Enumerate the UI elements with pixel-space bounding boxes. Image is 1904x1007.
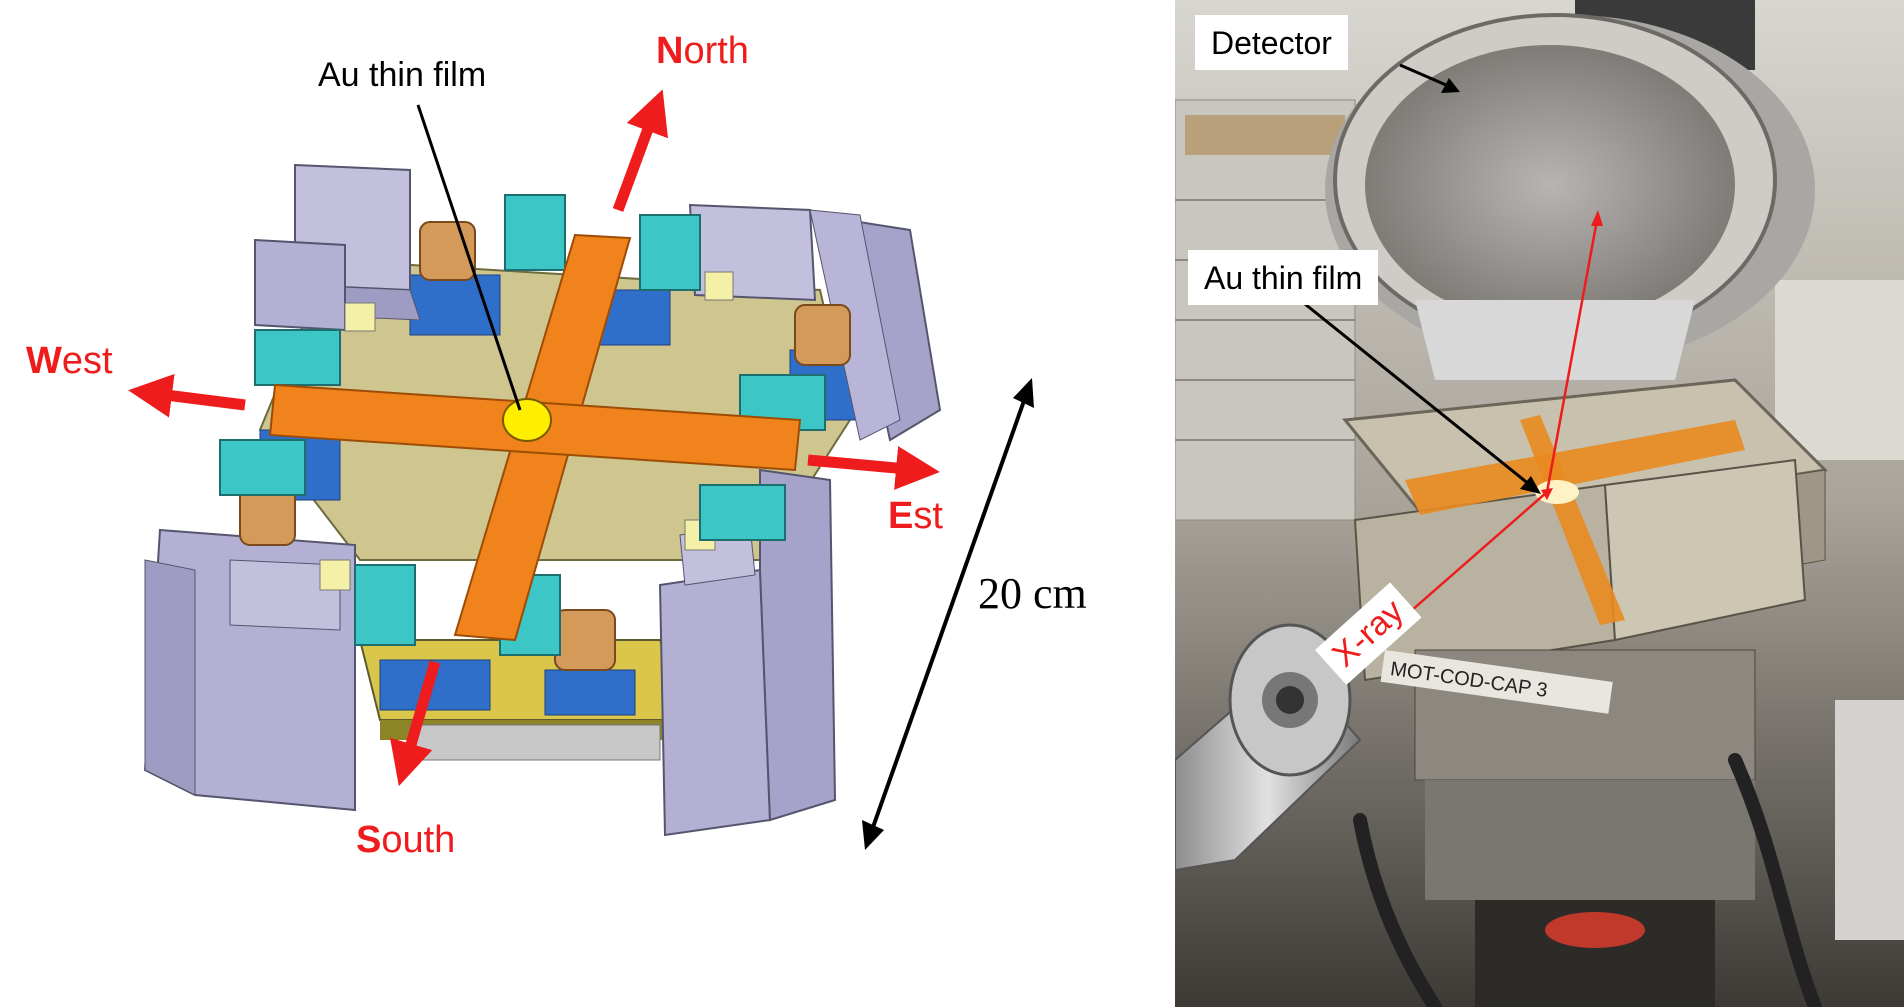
frame-nw <box>254 163 421 332</box>
blue-block-nw <box>409 274 501 336</box>
bottom-cylinder <box>409 724 661 761</box>
clamp-n1 <box>504 194 566 271</box>
clamp-e2 <box>699 484 786 541</box>
frame-sw <box>143 528 356 812</box>
photo-au-film-label: Au thin film <box>1188 250 1379 305</box>
cad-diagram-panel: Au thin film North West Est South 20 cm <box>26 30 1087 861</box>
detector-label: Detector <box>1195 15 1348 70</box>
west-arrow <box>128 373 246 418</box>
scale-arrow <box>862 378 1034 850</box>
scale-label: 20 cm <box>978 569 1087 618</box>
setup-photo-panel: MOT-COD-CAP 3 Detector Au thin film X-ra… <box>1175 0 1904 1007</box>
detector <box>1325 0 1815 380</box>
pad-1 <box>344 302 376 332</box>
south-arrow <box>390 660 441 787</box>
blue-block-se <box>544 669 636 716</box>
bg-cabinet <box>1175 99 1356 521</box>
xray-source <box>1175 623 1362 872</box>
north-arrow <box>612 89 668 212</box>
au-film-photo-leader-line <box>1299 298 1531 487</box>
tag-plate <box>1380 650 1613 714</box>
pad-2 <box>704 271 734 301</box>
clamp-n2 <box>639 214 701 291</box>
spring-s <box>554 609 616 671</box>
pad-4 <box>319 559 351 591</box>
au-film-dot <box>502 398 552 442</box>
spring-e <box>794 304 851 366</box>
xray-diffracted-beam <box>1545 219 1599 493</box>
au-film-label: Au thin film <box>318 56 487 94</box>
south-label: South <box>356 819 456 861</box>
au-film-leader-line <box>416 104 522 411</box>
east-label: Est <box>888 495 943 537</box>
east-arrow <box>807 446 940 490</box>
clamp-w1 <box>254 329 341 386</box>
clamp-s1 <box>354 564 416 646</box>
cad-diagram <box>128 89 1034 850</box>
setup-photo: MOT-COD-CAP 3 <box>1175 0 1904 1007</box>
right-post <box>1835 700 1904 940</box>
bg-box <box>1185 115 1345 155</box>
north-label: North <box>656 30 749 72</box>
bg-panel-right <box>1775 280 1904 460</box>
clamp-w2 <box>219 439 306 496</box>
detector-leader-line <box>1399 63 1454 90</box>
west-label: West <box>26 340 113 382</box>
